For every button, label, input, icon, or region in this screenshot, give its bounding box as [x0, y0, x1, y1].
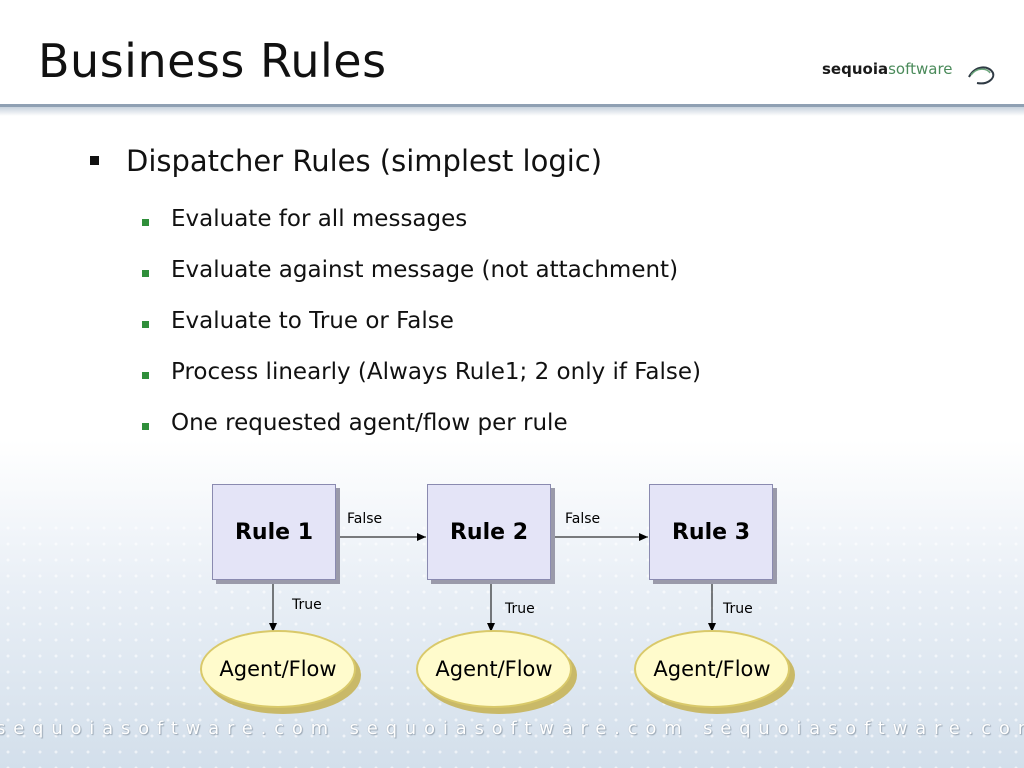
- false-label-2: False: [565, 511, 601, 527]
- green-bullet-icon: [142, 372, 149, 379]
- green-bullet-icon: [142, 270, 149, 277]
- footer-watermark: sequoiasoftware.com sequoiasoftware.com …: [0, 718, 1024, 739]
- logo-bold-text: sequoia: [822, 60, 889, 78]
- rule-box-3: Rule 3: [649, 484, 773, 580]
- logo-light-text: software: [888, 60, 953, 78]
- sub-bullet-text: Evaluate against message (not attachment…: [171, 257, 679, 283]
- sub-bullet-text: Evaluate to True or False: [171, 308, 454, 334]
- sequoia-logo: sequoiasoftware: [822, 60, 1002, 92]
- green-bullet-icon: [142, 423, 149, 430]
- green-bullet-icon: [142, 219, 149, 226]
- agent-flow-3: Agent/Flow: [634, 630, 790, 708]
- green-bullet-icon: [142, 321, 149, 328]
- sub-bullet-text: Process linearly (Always Rule1; 2 only i…: [171, 359, 702, 385]
- sub-bullet-text: One requested agent/flow per rule: [171, 410, 568, 436]
- true-label-2: True: [505, 601, 535, 617]
- slide-title: Business Rules: [38, 34, 387, 88]
- true-label-3: True: [723, 601, 753, 617]
- logo-swoosh-icon: [968, 66, 995, 85]
- square-bullet-icon: [90, 156, 99, 165]
- agent-flow-1: Agent/Flow: [200, 630, 356, 708]
- header-divider: [0, 104, 1024, 107]
- true-label-1: True: [292, 597, 322, 613]
- main-bullet-text: Dispatcher Rules (simplest logic): [126, 144, 603, 178]
- sub-bullet-text: Evaluate for all messages: [171, 206, 468, 232]
- rule-box-1: Rule 1: [212, 484, 336, 580]
- false-label-1: False: [347, 511, 383, 527]
- agent-flow-2: Agent/Flow: [416, 630, 572, 708]
- header-divider-shadow: [0, 107, 1024, 116]
- rule-box-2: Rule 2: [427, 484, 551, 580]
